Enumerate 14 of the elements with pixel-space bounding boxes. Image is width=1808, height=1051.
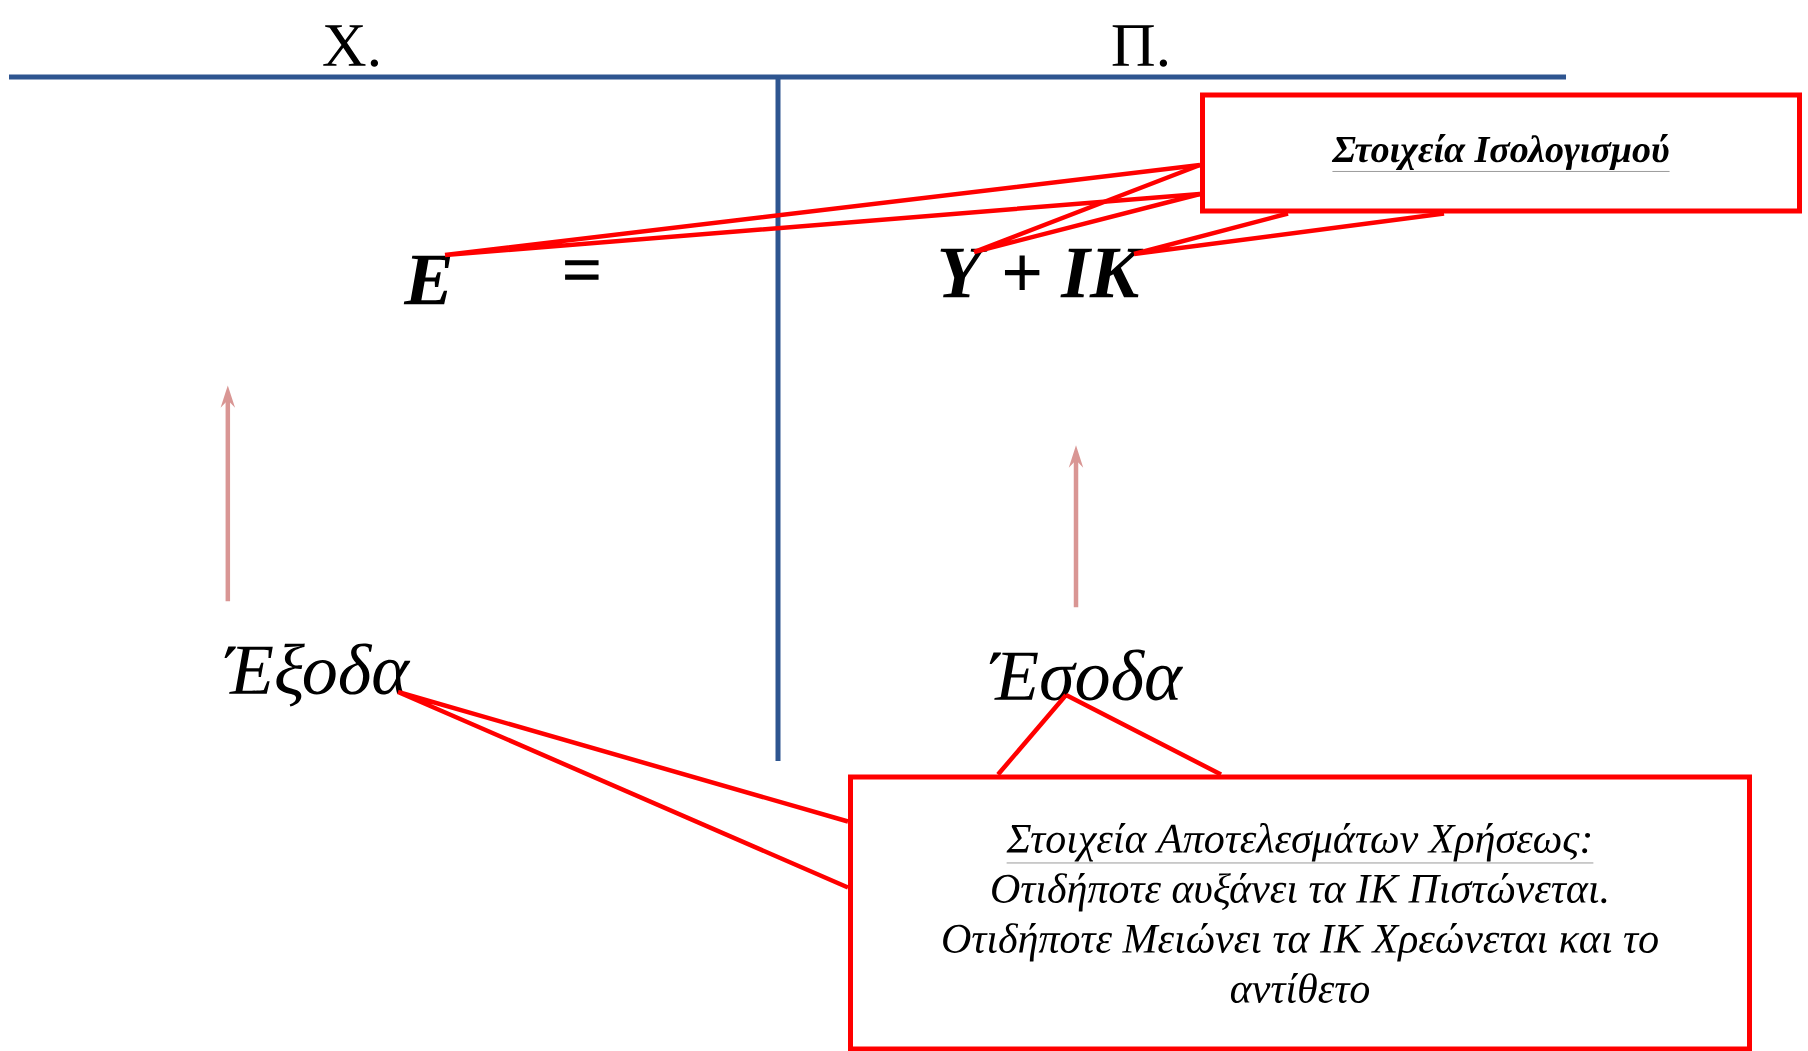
leader-line [442, 162, 1203, 258]
term-label: Έσοδα [989, 649, 1184, 701]
column-heading: Χ. [323, 25, 379, 67]
column-heading: Π. [1112, 25, 1168, 67]
term-label: Έξοδα [224, 643, 411, 707]
callout-box: Στοιχεία Ισολογισμού [1200, 92, 1802, 214]
callout-box: Στοιχεία Αποτελεσμάτων Χρήσεως: Οτιδήποτε αυξάνει τα ΙΚ Πιστώνεται. Οτιδήποτε Μειώνει τα ΙΚ Χρεώνεται και το αντίθετο [848, 774, 1752, 1051]
equals-sign: = [565, 260, 599, 280]
leader-line [971, 162, 1203, 255]
equation-term: Ε [403, 255, 451, 305]
equation-term: Υ + ΙΚ [940, 248, 1144, 298]
leader-line [995, 692, 1224, 777]
leader-line [1131, 211, 1447, 257]
leader-line [395, 689, 851, 890]
